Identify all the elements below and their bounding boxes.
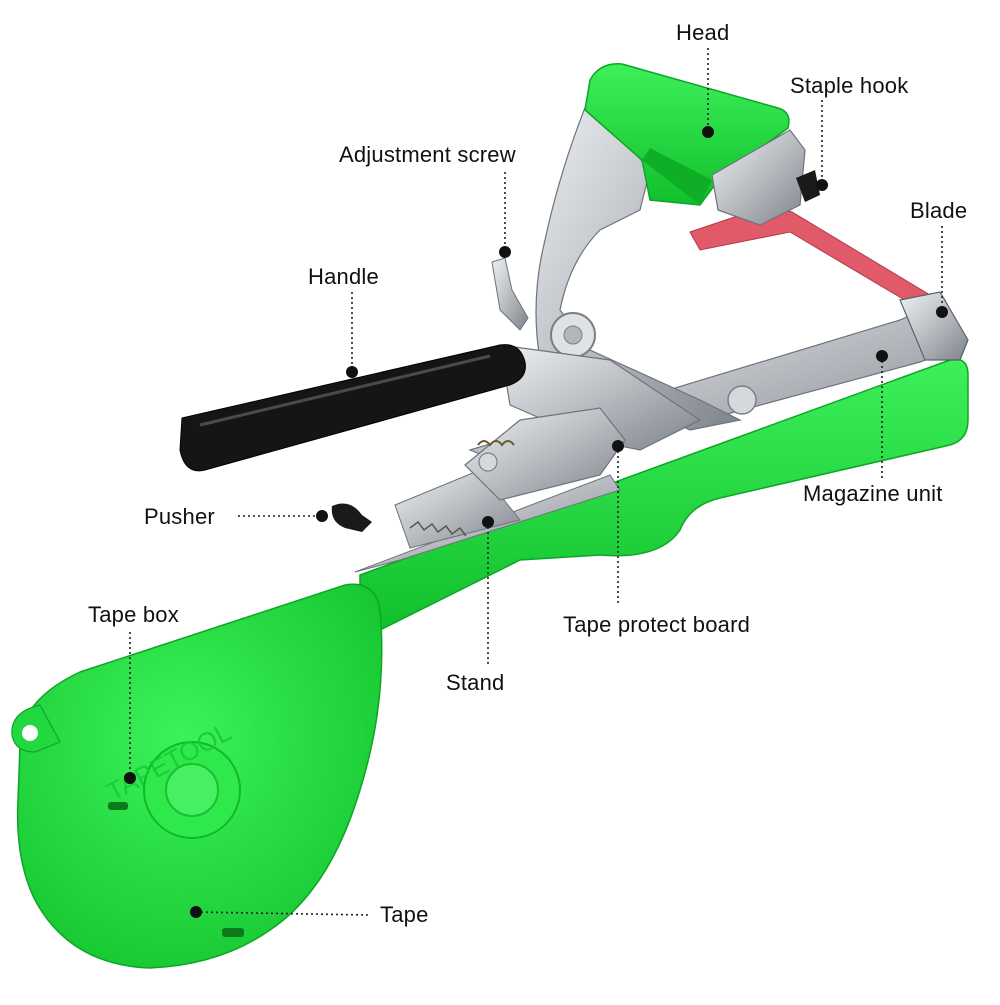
leader-staple-hook <box>816 100 828 191</box>
handle-grip <box>179 344 526 472</box>
label-head: Head <box>676 20 730 45</box>
label-tape-box: Tape box <box>88 602 179 627</box>
leader-pusher <box>238 510 328 522</box>
pusher-knob <box>331 503 372 532</box>
head-cap <box>584 63 790 206</box>
leader-magazine-unit <box>876 350 888 478</box>
leader-blade <box>936 226 948 318</box>
staple-hook-part <box>796 170 820 202</box>
label-handle: Handle <box>308 264 379 289</box>
label-staple-hook: Staple hook <box>790 73 909 98</box>
label-stand: Stand <box>446 670 505 695</box>
label-tape-protect-board: Tape protect board <box>563 612 751 637</box>
stand-rivet <box>478 452 498 472</box>
leader-handle <box>346 292 358 378</box>
leader-head <box>702 48 714 138</box>
stand-plate <box>464 407 626 501</box>
handle-highlight <box>199 354 491 427</box>
torsion-spring <box>477 440 515 447</box>
label-blade: Blade <box>910 198 968 223</box>
lower-link <box>499 344 702 451</box>
spring <box>409 520 467 537</box>
main-pivot-center <box>563 325 583 345</box>
head-side <box>642 148 712 205</box>
head-jaw <box>711 129 806 226</box>
rail-rivet <box>727 385 757 415</box>
label-pusher: Pusher <box>144 504 215 529</box>
tape-slot <box>108 802 128 810</box>
hang-hole <box>22 725 38 741</box>
leader-tape-protect-board <box>612 440 624 604</box>
leader-tape-box <box>124 632 136 784</box>
spool-cap <box>165 763 219 817</box>
tape-exit-slot <box>222 928 244 937</box>
label-magazine-unit: Magazine unit <box>803 481 943 506</box>
leader-stand <box>482 516 494 665</box>
label-adjustment-screw: Adjustment screw <box>339 142 516 167</box>
label-tape: Tape <box>380 902 429 927</box>
blade-block <box>899 291 969 361</box>
leader-tape <box>190 906 369 918</box>
leader-adjustment-screw <box>499 172 511 258</box>
tape-strip <box>689 204 936 313</box>
adjustment-screw-bracket <box>491 257 529 331</box>
